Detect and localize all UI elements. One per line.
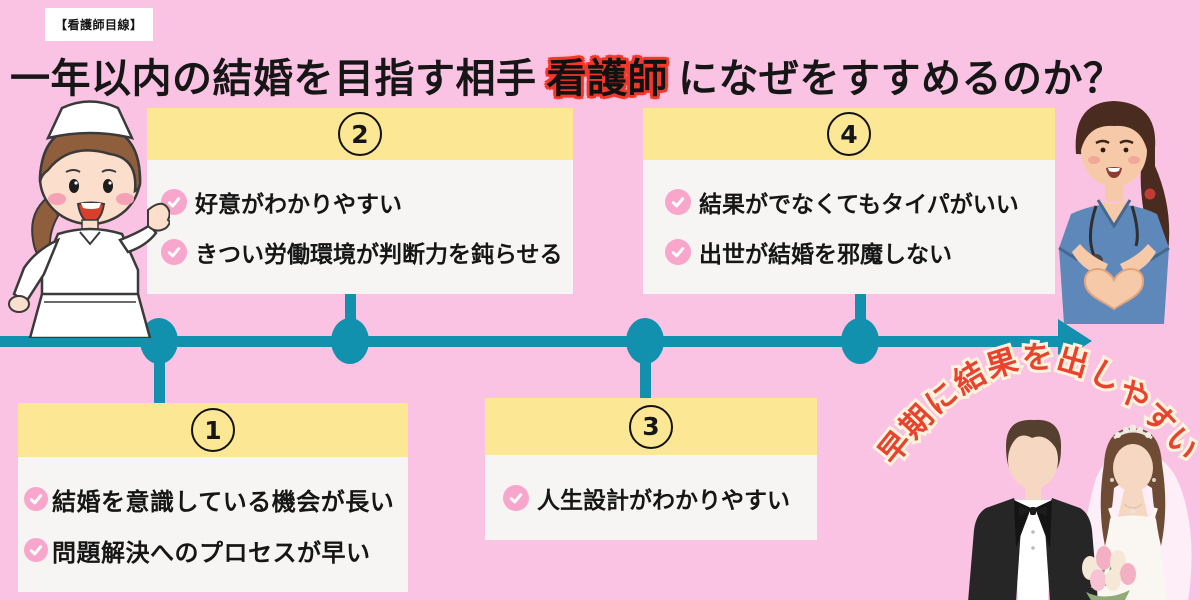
reason-box-3-header: 3 <box>485 398 817 455</box>
curved-note-text: 早期に結果を出しやすい <box>868 337 1200 474</box>
title-highlight: 看護師 <box>546 56 668 102</box>
svg-text:早期に結果を出しやすい: 早期に結果を出しやすい <box>871 340 1200 471</box>
reason-box-2: 2 好意がわかりやすい きつい労働環境が判断力を鈍らせる <box>147 108 573 294</box>
item-text: 問題解決へのプロセスが早い <box>52 538 371 567</box>
curved-note: 早期に結果を出しやすい <box>868 337 1200 474</box>
timeline-dot-2 <box>331 318 369 364</box>
list-item: 問題解決へのプロセスが早い <box>24 533 402 568</box>
timeline-connector-1 <box>154 341 165 405</box>
reason-box-3-body: 人生設計がわかりやすい <box>485 455 817 540</box>
timeline-line <box>0 336 1060 347</box>
list-item: 出世が結婚を邪魔しない <box>665 235 1041 269</box>
timeline-dot-4 <box>841 318 879 364</box>
list-item: きつい労働環境が判断力を鈍らせる <box>161 235 563 269</box>
reason-box-4: 4 結果がでなくてもタイパがいい 出世が結婚を邪魔しない <box>643 108 1055 294</box>
check-icon <box>665 239 691 265</box>
title-pre: 一年以内の結婚を目指す相手 <box>10 56 537 102</box>
check-icon <box>24 538 48 562</box>
list-item: 結婚を意識している機会が長い <box>24 482 402 517</box>
item-text: 出世が結婚を邪魔しない <box>699 242 952 268</box>
item-text: きつい労働環境が判断力を鈍らせる <box>195 242 563 268</box>
reason-box-3: 3 人生設計がわかりやすい <box>485 398 817 540</box>
nurse-waving-illustration <box>8 100 170 338</box>
number-badge: 1 <box>191 408 235 452</box>
page-title: 一年以内の結婚を目指す相手看護師になぜをすすめるのか？ <box>10 46 1195 104</box>
check-icon <box>503 484 529 511</box>
check-icon <box>665 189 691 215</box>
reason-box-1-body: 結婚を意識している機会が長い 問題解決へのプロセスが早い <box>18 457 408 592</box>
timeline-arrowhead-icon <box>1058 319 1092 363</box>
item-text: 好意がわかりやすい <box>195 192 402 218</box>
check-icon <box>161 239 187 265</box>
reason-box-4-body: 結果がでなくてもタイパがいい 出世が結婚を邪魔しない <box>643 160 1055 294</box>
reason-box-1: 1 結婚を意識している機会が長い 問題解決へのプロセスが早い <box>18 403 408 592</box>
timeline-connector-4 <box>855 292 866 342</box>
number-badge: 4 <box>827 112 871 156</box>
timeline-dot-3 <box>626 318 664 364</box>
item-text: 人生設計がわかりやすい <box>537 487 790 514</box>
reason-box-2-header: 2 <box>147 108 573 160</box>
list-item: 結果がでなくてもタイパがいい <box>665 185 1041 219</box>
check-icon <box>24 487 48 511</box>
timeline-connector-3 <box>640 341 651 400</box>
reason-box-4-header: 4 <box>643 108 1055 160</box>
reason-box-1-header: 1 <box>18 403 408 457</box>
list-item: 人生設計がわかりやすい <box>503 481 803 515</box>
timeline-connector-2 <box>345 292 356 342</box>
reason-box-2-body: 好意がわかりやすい きつい労働環境が判断力を鈍らせる <box>147 160 573 294</box>
number-badge: 2 <box>338 112 382 156</box>
wedding-couple-illustration <box>968 419 1192 600</box>
list-item: 好意がわかりやすい <box>161 185 559 219</box>
number-badge: 3 <box>629 404 673 449</box>
item-text: 結婚を意識している機会が長い <box>52 487 395 516</box>
bouquet-icon <box>1082 546 1136 600</box>
item-text: 結果がでなくてもタイパがいい <box>699 192 1019 218</box>
nurse-heart-hands-illustration <box>1058 101 1170 324</box>
viewpoint-tag: 【看護師目線】 <box>45 8 153 41</box>
title-post: になぜをすすめるのか？ <box>678 56 1124 102</box>
